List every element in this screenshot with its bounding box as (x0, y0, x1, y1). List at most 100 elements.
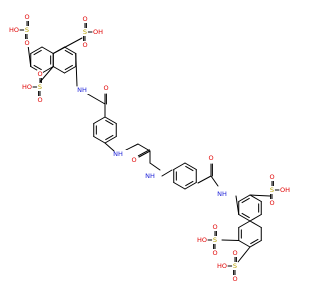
hydroxyl-label: HO (9, 26, 19, 34)
benzene-ring-upper (105, 119, 114, 126)
oxygen-atom-backdrop (232, 275, 238, 283)
hydroxyl-label-backdrop (93, 28, 103, 36)
oxygen-atom-backdrop (82, 41, 88, 49)
sulfur-atom-backdrop (212, 236, 218, 244)
naphthalene-ring-upper (64, 66, 77, 74)
chain-bond (137, 143, 151, 152)
oxygen-atom: O (82, 15, 87, 23)
naphthalene-ring-upper (30, 46, 43, 54)
c-c-bond (197, 175, 212, 184)
hydroxyl-label-backdrop (197, 236, 207, 244)
amine-nh-lower-backdrop (149, 172, 160, 180)
sulfur-atom: S (38, 83, 42, 91)
oxygen-atom-backdrop (269, 199, 275, 207)
naphthalene-ring-lower (238, 240, 251, 248)
hydroxyl-label: HO (22, 83, 32, 91)
hydroxyl-label-backdrop (9, 26, 19, 34)
naphthalene-ring-upper (52, 66, 65, 74)
sulfur-atom-backdrop (269, 186, 275, 194)
benzene-ring-lower (184, 182, 197, 190)
hydroxyl-label: OH (93, 28, 103, 36)
oxygen-atom: O (269, 199, 274, 207)
c-o-double-bond (137, 149, 150, 157)
amine-nh-upper: NH (113, 150, 123, 158)
oxygen-atom-backdrop (82, 15, 88, 23)
sulfur-atom: S (213, 236, 217, 244)
benzene-ring-lower (185, 180, 194, 187)
benzene-ring-lower (173, 162, 186, 170)
benzene-ring-lower (173, 182, 186, 190)
naphthalene-ring-lower (238, 220, 251, 228)
ring-s-bond (52, 37, 83, 54)
oxygen-atom: O (232, 249, 237, 257)
carbonyl-oxygen-upper: O (103, 84, 108, 92)
carbonyl-oxygen-upper-backdrop (103, 84, 109, 92)
sulfur-atom: S (270, 186, 274, 194)
benzene-ring-upper (93, 136, 106, 144)
oxygen-atom: O (82, 41, 87, 49)
benzene-ring-upper (104, 116, 117, 124)
naphthalene-ring-lower (238, 194, 251, 202)
benzene-ring-upper (104, 136, 117, 144)
hydroxyl-label: HO (217, 262, 227, 270)
naphthalene-ring-upper (64, 46, 77, 54)
hydroxyl-label-backdrop (22, 83, 32, 91)
sulfur-atom: S (83, 28, 87, 36)
chain-bond (149, 162, 161, 171)
benzene-ring-upper (105, 134, 114, 141)
naphthalene-ring-lower (249, 194, 262, 202)
n-ring-bond (161, 169, 173, 177)
naphthalene-ring-lower (241, 197, 250, 204)
c-n-bond (210, 175, 219, 187)
naphthalene-ring-upper (33, 49, 42, 56)
ring-n-bond (104, 142, 115, 152)
hydroxyl-label: HO (197, 236, 207, 244)
oxygen-atom: O (37, 70, 42, 78)
ring-s-bond (39, 66, 54, 83)
oxygen-atom: O (232, 275, 237, 283)
oxygen-atom: O (212, 223, 217, 231)
naphthalene-ring-lower (249, 214, 262, 222)
sulfur-atom: S (233, 262, 237, 270)
amide-nh-lower: NH (217, 190, 227, 198)
carbonyl-oxygen-lower: O (208, 154, 213, 162)
ketone-oxygen: O (131, 156, 136, 164)
sulfur-atom-backdrop (37, 83, 43, 91)
oxygen-atom-backdrop (269, 173, 275, 181)
n-ring-bond (235, 195, 240, 215)
amide-nh-upper: NH (77, 86, 87, 94)
ring-n-bond (75, 53, 78, 87)
naphthalene-ring-upper (41, 46, 54, 54)
amine-nh-lower: NH (145, 172, 155, 180)
naphthalene-ring-lower (249, 240, 262, 248)
benzene-ring-upper (93, 116, 106, 124)
oxygen-atom: O (24, 39, 29, 47)
naphthalene-ring-upper (41, 66, 54, 74)
chain-bond (125, 143, 139, 151)
amide-nh-upper-backdrop (81, 86, 92, 94)
oxygen-atom-backdrop (232, 249, 238, 257)
hydroxyl-label: OH (280, 186, 290, 194)
amine-nh-upper-backdrop (117, 150, 128, 158)
ring-s-bond (221, 239, 240, 241)
n-c-bond (85, 92, 106, 105)
sulfur-atom-backdrop (82, 28, 88, 36)
naphthalene-ring-lower (241, 212, 250, 219)
oxygen-atom-backdrop (24, 39, 30, 47)
ketone-oxygen-backdrop (131, 156, 137, 164)
oxygen-atom: O (269, 173, 274, 181)
hydroxyl-label-backdrop (280, 186, 290, 194)
naphthalene-ring-lower (249, 220, 262, 228)
oxygen-atom-backdrop (212, 249, 218, 257)
amide-nh-lower-backdrop (221, 190, 232, 198)
ring-s-bond (249, 194, 271, 197)
oxygen-atom-backdrop (37, 70, 43, 78)
benzene-ring-lower (184, 162, 197, 170)
sulfur-atom-backdrop (232, 262, 238, 270)
ring-s-bond (237, 246, 251, 263)
oxygen-atom-backdrop (212, 223, 218, 231)
oxygen-atom-backdrop (37, 96, 43, 104)
